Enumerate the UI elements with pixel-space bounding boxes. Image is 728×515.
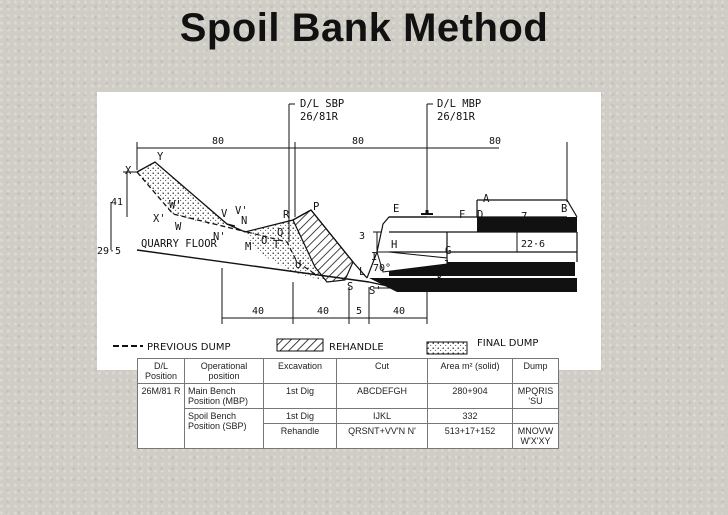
point-h: H [391, 239, 397, 251]
left-height-dimensions [110, 171, 137, 250]
point-m: M [245, 241, 251, 253]
page-title: Spoil Bank Method [179, 6, 549, 50]
coal-seam-lower [369, 278, 577, 292]
legend-rehandle: REHANDLE [329, 342, 384, 353]
table-row: Spoil Bench Position (SBP) 1st Dig IJKL … [138, 408, 559, 449]
point-s-prime: S' [369, 285, 382, 297]
previous-dump-middle [246, 231, 316, 275]
header-excavation: Excavation [263, 358, 337, 384]
point-f: F [459, 209, 465, 221]
header-cut: Cut [336, 358, 428, 384]
point-w: W [175, 221, 182, 233]
point-s: S [347, 281, 353, 293]
header-dl-position: D/L Position [137, 358, 185, 384]
cell-dump: MPQRIS 'SU [512, 383, 559, 409]
dimension-40-left: 40 [252, 306, 264, 317]
dimension-22-6: 22·6 [521, 239, 545, 250]
final-dump-middle [245, 220, 327, 282]
dl-sbp-marker [288, 103, 295, 242]
header-dump: Dump [512, 358, 559, 384]
dimension-40-middle: 40 [317, 306, 329, 317]
cell-cut: ABCDEFGH [336, 383, 428, 409]
table-header-row: D/L Position Operational position Excava… [137, 358, 559, 384]
cell-dump [512, 408, 559, 424]
point-l: L [359, 266, 365, 278]
cell-area: 332 [427, 408, 513, 424]
point-v-prime: V' [235, 205, 248, 217]
point-p: P [313, 201, 319, 213]
point-j: J [443, 259, 449, 271]
rehandle-swatch [276, 338, 324, 352]
dl-mbp-marker [421, 103, 433, 215]
cell-dump: MNOVW W'X'XY [512, 423, 559, 449]
dimension-29-5: 29·5 [97, 246, 121, 257]
cell-operational: Main Bench Position (MBP) [184, 383, 264, 409]
quarry-floor-label: QUARRY FLOOR [141, 238, 218, 250]
quarry-floor-line [136, 249, 370, 283]
cell-cut: QRSNT+VV'N N' [336, 423, 428, 449]
dimension-40-right: 40 [393, 306, 405, 317]
legend: PREVIOUS DUMP REHANDLE FINAL DUMP [113, 338, 538, 355]
table-row: 26M/81 R Main Bench Position (MBP) 1st D… [137, 383, 559, 449]
bench-dimensions [373, 231, 518, 252]
rehandle-slope [310, 209, 368, 279]
point-x: X [125, 165, 132, 177]
point-u: U [295, 259, 301, 271]
point-d: D [477, 209, 483, 221]
cell-excavation: 1st Dig [263, 408, 337, 424]
point-n-prime: N' [213, 231, 226, 243]
cell-excavation: Rehandle [263, 423, 337, 449]
dimension-5: 5 [356, 306, 362, 317]
dimension-80-right: 80 [489, 136, 501, 147]
final-dump-swatch [426, 341, 468, 355]
cell-dl-position: 26M/81 R [137, 383, 185, 449]
point-b: B [561, 203, 567, 215]
cell-cut: IJKL [336, 408, 428, 424]
dl-mbp-label: D/L MBP [437, 98, 481, 110]
table-row: Rehandle QRSNT+VV'N N' 513+17+152 MNOVW … [138, 423, 559, 449]
point-r: R [283, 209, 290, 221]
point-w-prime: W' [169, 199, 182, 211]
point-e: E [393, 203, 399, 215]
header-area: Area m² (solid) [427, 358, 513, 384]
point-a: A [483, 193, 490, 205]
point-o: O [261, 235, 267, 247]
previous-dump-left-outline [136, 171, 248, 233]
cell-area: 513+17+152 [427, 423, 513, 449]
header-operational-position: Operational position [184, 358, 264, 384]
dump-surface-line [226, 209, 312, 233]
dimension-41: 41 [111, 197, 123, 208]
spoil-bank-diagram: D/L SBP 26/81R D/L MBP 26/81R 80 80 80 4… [97, 92, 601, 370]
point-n: N [241, 215, 247, 227]
cell-area: 280+904 [427, 383, 513, 409]
dl-sbp-ref: 26/81R [300, 111, 339, 123]
point-i: I [371, 251, 377, 263]
point-v: V [221, 208, 228, 220]
coal-seam-upper [477, 217, 577, 232]
point-x-prime: X' [153, 213, 166, 225]
dl-sbp-label: D/L SBP [300, 98, 344, 110]
cut-ijkl [376, 251, 448, 273]
dl-mbp-ref: 26/81R [437, 111, 476, 123]
point-c: C [543, 219, 549, 231]
point-y: Y [157, 151, 164, 163]
point-g: G [445, 245, 451, 257]
final-dump-left [137, 162, 227, 224]
bottom-dimension-line [221, 268, 428, 324]
point-k: K [437, 273, 444, 285]
dimension-80-left: 80 [212, 136, 224, 147]
point-t: T [273, 239, 280, 251]
dimension-3: 3 [359, 231, 365, 242]
angle-label: 70° [373, 263, 391, 274]
dimension-80-middle: 80 [352, 136, 364, 147]
point-7: 7 [521, 211, 527, 223]
operations-table: D/L Position Operational position Excava… [137, 358, 559, 449]
final-dump-left-outline [136, 161, 236, 227]
point-q: Q [277, 227, 283, 239]
cell-operational: Spoil Bench Position (SBP) [184, 408, 264, 449]
legend-final-dump: FINAL DUMP [477, 338, 538, 349]
cell-excavation: 1st Dig [263, 383, 337, 409]
legend-previous-dump: PREVIOUS DUMP [147, 342, 230, 353]
